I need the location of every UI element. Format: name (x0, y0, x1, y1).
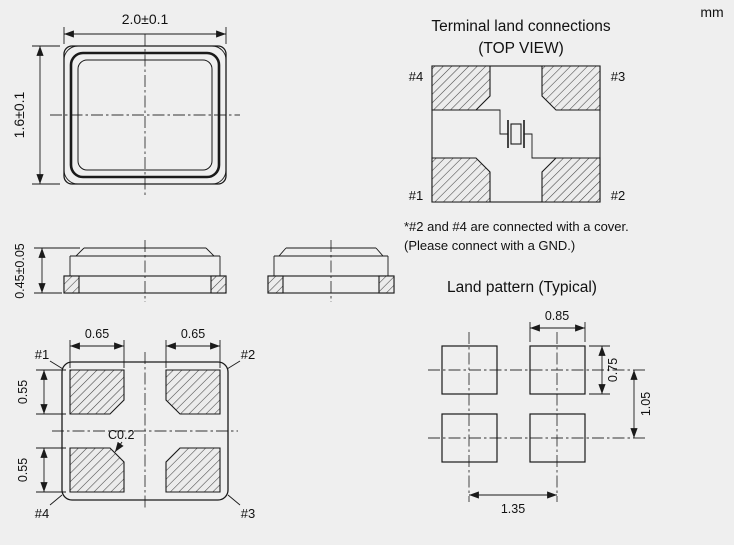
pad-height-top-label: 0.55 (16, 380, 30, 404)
package-body-outline (63, 45, 227, 185)
pad-height-label: 0.75 (606, 358, 620, 382)
pad-width-label: 0.85 (545, 309, 569, 323)
terminal-2-pad (541, 157, 601, 203)
terminal-4-pad (431, 65, 491, 111)
pad1-label: #1 (35, 347, 49, 362)
pad2-leader (226, 360, 241, 370)
land-pattern: Land pattern (Typical) 0.85 0.75 1.05 1.… (428, 279, 653, 516)
terminal-cap-right (210, 275, 227, 294)
pad-width-left-label: 0.65 (85, 327, 109, 341)
terminal-2-label: #2 (611, 188, 625, 203)
thickness-dimension-label: 0.45±0.05 (13, 243, 27, 299)
pad-width-right-label: 0.65 (181, 327, 205, 341)
package-outline (431, 65, 601, 203)
terminal-1-label: #1 (409, 188, 423, 203)
crystal-symbol (510, 123, 522, 145)
terminal-cap-left (267, 275, 284, 294)
terminal-3-pad (541, 65, 601, 111)
horizontal-pitch-label: 1.35 (501, 502, 525, 516)
lid-profile (273, 247, 389, 276)
internal-traces (476, 109, 556, 159)
land-pad-top-left (441, 345, 498, 395)
side-view-end (267, 240, 395, 302)
vertical-pitch-label: 1.05 (639, 392, 653, 416)
pad-height-bottom-label: 0.55 (16, 458, 30, 482)
package-outline (61, 361, 229, 501)
units-label: mm (700, 4, 723, 20)
package-top-view: 2.0±0.1 1.6±0.1 (11, 11, 240, 196)
pad-3 (165, 447, 221, 493)
pad3-leader (227, 494, 241, 506)
pad3-label: #3 (241, 506, 255, 521)
cover-note-line1: *#2 and #4 are connected with a cover. (404, 219, 629, 234)
chamfer-leader (114, 441, 124, 453)
terminal-cap-right (378, 275, 395, 294)
height-dimension-label: 1.6±0.1 (11, 91, 27, 138)
side-view-front (63, 240, 227, 302)
pad-2 (165, 369, 221, 415)
package-bottom-view: #1 #2 #4 #3 0.65 0.65 0.55 0.55 C0.2 (16, 327, 255, 521)
side-view-height-dimension: 0.45±0.05 (13, 243, 80, 299)
terminal-land-title: Terminal land connections (431, 18, 610, 35)
width-dimension-label: 2.0±0.1 (122, 11, 169, 27)
land-pad-bottom-right (529, 413, 586, 463)
chamfer-label: C0.2 (108, 428, 134, 442)
pad-1 (69, 369, 125, 415)
terminal-land-subtitle: (TOP VIEW) (478, 40, 564, 57)
land-pad-bottom-left (441, 413, 498, 463)
terminal-cap-left (63, 275, 80, 294)
land-pattern-title: Land pattern (Typical) (447, 279, 597, 296)
package-lid-outline (69, 51, 221, 179)
cover-note-line2: (Please connect with a GND.) (404, 238, 575, 253)
pad4-leader (49, 494, 63, 506)
lid-profile (69, 247, 221, 276)
corner-castellations (63, 45, 227, 185)
terminal-4-label: #4 (409, 69, 423, 84)
package-lid-inner-outline (77, 59, 213, 171)
pad2-label: #2 (241, 347, 255, 362)
pad-4 (69, 447, 125, 493)
land-pad-top-right (529, 345, 586, 395)
terminal-1-pad (431, 157, 491, 203)
terminal-3-label: #3 (611, 69, 625, 84)
pad1-leader (49, 360, 64, 370)
pad4-label: #4 (35, 506, 49, 521)
terminal-land-connections: Terminal land connections (TOP VIEW) #4 … (404, 18, 629, 253)
